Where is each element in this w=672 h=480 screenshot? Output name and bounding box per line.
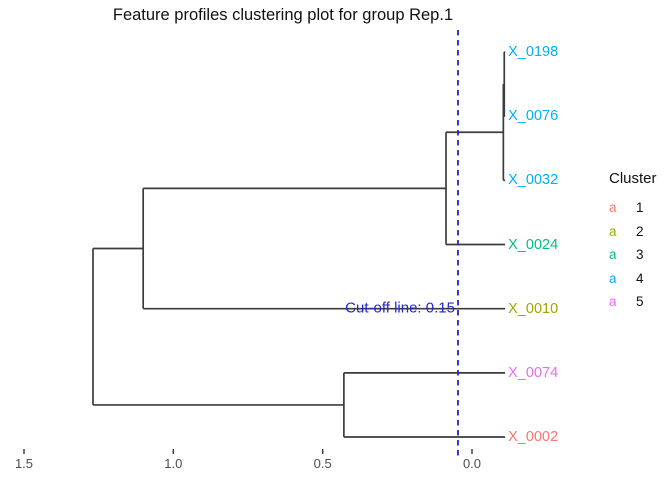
legend-item-label: 2 (636, 223, 644, 239)
cutoff-label: Cut-off line: 0.15 (345, 300, 455, 317)
leaf-label: X_0002 (508, 429, 559, 446)
leaf-label: X_0032 (508, 172, 559, 189)
plot-title: Feature profiles clustering plot for gro… (112, 6, 454, 24)
leaf-label: X_0024 (508, 236, 559, 253)
leaf-label: X_0076 (508, 108, 559, 125)
axis-tick-label: 0.5 (314, 456, 332, 471)
legend-item-label: 1 (636, 200, 644, 216)
dendrogram-tree (92, 51, 506, 438)
axis-tick-label: 1.0 (164, 456, 182, 471)
leaf-label: X_0074 (508, 364, 559, 381)
x-axis: 1.5 1.0 0.5 0.0 (15, 449, 481, 471)
legend-item-label: 3 (636, 247, 644, 263)
legend-key-glyph: a (609, 223, 617, 239)
legend-key-glyph: a (609, 294, 617, 310)
legend-key-glyph: a (609, 270, 617, 286)
legend-key-glyph: a (609, 200, 617, 216)
axis-tick-label: 0.0 (463, 456, 481, 471)
legend-item-label: 4 (636, 270, 644, 286)
legend-item-label: 5 (636, 294, 644, 310)
leaf-label: X_0010 (508, 300, 559, 317)
legend-key-glyph: a (609, 247, 617, 263)
leaf-label: X_0198 (508, 44, 559, 60)
legend-title: Cluster (609, 170, 657, 187)
axis-tick-label: 1.5 (15, 456, 33, 471)
